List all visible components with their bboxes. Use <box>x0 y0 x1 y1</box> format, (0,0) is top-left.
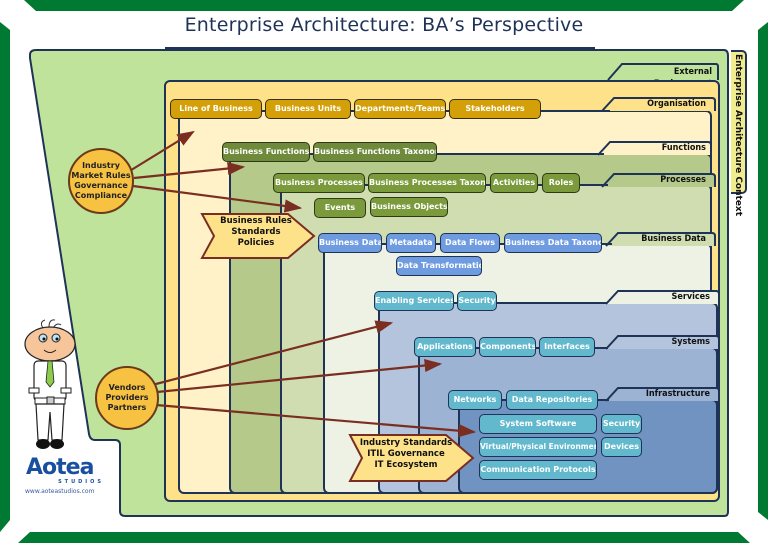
data-transformation-pill[interactable]: Data Transformation <box>396 256 482 276</box>
data-repositories-pill[interactable]: Data Repositories <box>506 390 598 410</box>
roles-pill[interactable]: Roles <box>542 173 580 193</box>
processes-connector <box>568 184 608 186</box>
functions-label: Functions <box>661 143 706 153</box>
infra-security-pill[interactable]: Security <box>601 414 642 434</box>
logo-name: Aotea <box>26 455 94 480</box>
functions-connector <box>434 153 604 155</box>
interfaces-pill[interactable]: Interfaces <box>539 337 595 357</box>
external-tab-shape <box>607 63 719 81</box>
business-functions-taxonomy-pill[interactable]: Business Functions Taxonomy <box>313 142 437 162</box>
business-data-pill[interactable]: Business Data <box>318 233 382 253</box>
page-title: Enterprise Architecture: BA’s Perspectiv… <box>184 14 584 36</box>
data-flows-pill[interactable]: Data Flows <box>440 233 500 253</box>
callout-line: Policies <box>237 238 275 248</box>
infrastructure-connector <box>597 399 609 401</box>
business-data-label: Business Data <box>641 234 706 244</box>
activities-pill[interactable]: Activities <box>490 173 538 193</box>
business-rules-callout: Business Rules Standards Policies <box>212 216 300 249</box>
callout-line: Industry Standards <box>359 438 453 448</box>
enabling-services-pill[interactable]: Enabling Services <box>374 291 454 311</box>
services-security-pill[interactable]: Security <box>457 291 497 311</box>
frame-top <box>24 0 744 11</box>
vendors-influence-circle: Vendors Providers Partners <box>95 366 159 430</box>
business-processes-taxonomy-pill[interactable]: Business Processes Taxonomy <box>368 173 486 193</box>
influence-line: Compliance <box>74 191 128 200</box>
organisation-tab-shape <box>601 97 716 112</box>
business-data-tab-shape <box>605 232 716 247</box>
frame-bottom <box>18 532 750 543</box>
events-pill[interactable]: Events <box>314 198 366 218</box>
external-environment-label: External Environment <box>654 67 712 89</box>
industry-standards-callout-shape <box>348 434 475 482</box>
processes-tab-shape <box>601 173 716 188</box>
enterprise-context-label: Enterprise Architecture Context <box>733 54 743 217</box>
processes-label: Processes <box>660 175 706 185</box>
callout-line: Standards <box>231 227 281 237</box>
organisation-label: Organisation <box>647 99 706 109</box>
callout-line: Business Rules <box>220 216 292 226</box>
systems-tab-shape <box>605 335 720 350</box>
frame-right <box>758 22 768 520</box>
devices-pill[interactable]: Devices <box>601 437 642 457</box>
influence-line: Governance <box>74 181 128 190</box>
org-connector <box>540 110 610 112</box>
influence-line: Vendors <box>108 383 146 392</box>
metadata-pill[interactable]: Metadata <box>386 233 436 253</box>
influence-line: Providers <box>105 393 149 402</box>
influence-line: Industry <box>82 161 120 170</box>
influence-line: Market Rules <box>71 171 131 180</box>
industry-influence-circle: Industry Market Rules Governance Complia… <box>68 148 134 214</box>
stakeholders-pill[interactable]: Stakeholders <box>449 99 541 119</box>
functions-tab-shape <box>597 141 712 156</box>
virtual-physical-environments-pill[interactable]: Virtual/Physical Environments <box>479 437 597 457</box>
departments-teams-pill[interactable]: Departments/Teams <box>354 99 446 119</box>
system-software-pill[interactable]: System Software <box>479 414 597 434</box>
services-label: Services <box>671 292 710 302</box>
influence-line: Partners <box>107 403 147 412</box>
enterprise-context-tab: Enterprise Architecture Context <box>731 50 747 216</box>
business-rules-callout-shape <box>200 213 316 259</box>
business-objects-pill[interactable]: Business Objects <box>370 197 448 217</box>
title-underline <box>165 47 595 49</box>
systems-connector <box>594 347 608 349</box>
networks-pill[interactable]: Networks <box>448 390 502 410</box>
aotea-logo: Aotea STUDIOS <box>26 455 108 486</box>
business-processes-pill[interactable]: Business Processes <box>273 173 365 193</box>
services-connector <box>497 302 607 304</box>
logo-url[interactable]: www.aoteastudios.com <box>25 488 95 495</box>
frame-left <box>0 22 10 532</box>
infrastructure-tab-shape <box>605 387 720 402</box>
business-units-pill[interactable]: Business Units <box>265 99 351 119</box>
systems-label: Systems <box>671 337 710 347</box>
data-connector <box>600 243 612 245</box>
industry-standards-callout: Industry Standards ITIL Governance IT Ec… <box>356 438 456 471</box>
callout-line: ITIL Governance <box>367 449 445 459</box>
applications-pill[interactable]: Applications <box>414 337 476 357</box>
infrastructure-label: Infrastructure <box>645 389 710 399</box>
callout-line: IT Ecosystem <box>374 460 438 470</box>
components-pill[interactable]: Components <box>479 337 536 357</box>
business-functions-pill[interactable]: Business Functions <box>222 142 310 162</box>
business-data-taxonomy-pill[interactable]: Business Data Taxonomy <box>504 233 602 253</box>
logo-sub: STUDIOS <box>58 479 104 485</box>
communication-protocols-pill[interactable]: Communication Protocols <box>479 460 597 480</box>
line-of-business-pill[interactable]: Line of Business <box>170 99 262 119</box>
services-tab-shape <box>605 290 720 305</box>
